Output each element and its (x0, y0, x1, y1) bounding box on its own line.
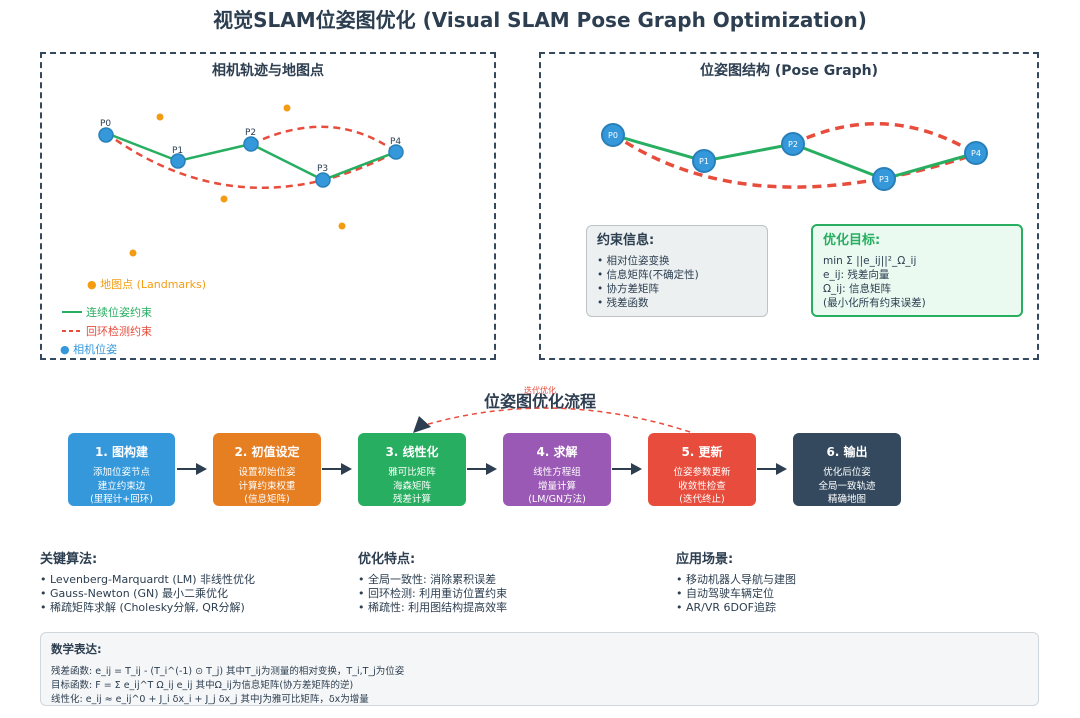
right-panel-title: 位姿图结构 (Pose Graph) (699, 63, 879, 79)
node-label: P3 (879, 175, 889, 184)
landmark-point (129, 249, 137, 257)
node-label: P2 (788, 140, 798, 149)
landmark-point (283, 104, 291, 112)
loop-constraint-edge (251, 125, 397, 154)
flow-arrow (322, 463, 352, 475)
step-graph-build: 1. 图构建 添加位姿节点 建立约束边 (里程计+回环) (68, 433, 175, 506)
math-expression-box: 数学表达: 残差函数: e_ij = T_ij - (T_i^(-1) ⊙ T_… (40, 632, 1039, 706)
section-title: 优化特点: (358, 552, 416, 567)
flow-title: 位姿图优化流程 (483, 392, 596, 411)
objective-line: min Σ ||e_ij||²_Ω_ij (823, 255, 917, 267)
pose-node-p2 (243, 136, 259, 152)
flow-arrow (467, 463, 497, 475)
graph-node-p4 (964, 141, 988, 165)
pose-node-p4 (388, 144, 404, 160)
iteration-arrowhead (413, 416, 431, 433)
constraint-item: • 残差函数 (597, 297, 649, 309)
graph-node-p1 (692, 149, 716, 173)
flow-arrows (177, 463, 787, 475)
graph-node-p3 (872, 167, 896, 191)
constraint-info-box: 约束信息: • 相对位姿变换 • 信息矩阵(不确定性) • 协方差矩阵 • 残差… (586, 225, 768, 317)
step-update: 5. 更新 位姿参数更新 收敛性检查 (迭代终止) (648, 433, 756, 506)
landmark-point (156, 113, 164, 121)
key-algorithms-section: 关键算法: • Levenberg-Marquardt (LM) 非线性优化 •… (40, 548, 340, 615)
objective-line: Ω_ij: 信息矩阵 (823, 283, 891, 295)
pose-label: P3 (317, 164, 328, 174)
section-item: • Levenberg-Marquardt (LM) 非线性优化 (40, 573, 256, 586)
step-linearization: 3. 线性化 雅可比矩阵 海森矩阵 残差计算 (358, 433, 466, 506)
camera-trajectory-panel: 相机轨迹与地图点 P0 P1 P2 P3 P4 ● 地图点 (Landmarks… (40, 52, 496, 360)
pose-label: P1 (172, 146, 183, 156)
iteration-loop: 迭代优化 (413, 385, 691, 433)
section-item: • AR/VR 6DOF追踪 (676, 601, 776, 614)
pose-graph-diagram: P0 P1 P2 P3 P4 (601, 122, 988, 191)
iteration-arrow (424, 407, 691, 433)
math-line-linearization: 线性化: e_ij ≈ e_ij^0 + J_i δx_i + J_j δx_j… (51, 694, 369, 705)
pose-node-p3 (315, 172, 331, 188)
legend-continuous: 连续位姿约束 (86, 305, 152, 319)
section-title: 关键算法: (40, 552, 98, 567)
section-item: • 回环检测: 利用重访位置约束 (358, 587, 508, 600)
math-line-objective: 目标函数: F = Σ e_ij^T Ω_ij e_ij 其中Ω_ij为信息矩阵… (51, 680, 354, 691)
math-title: 数学表达: (51, 642, 102, 656)
constraint-item: • 相对位姿变换 (597, 255, 670, 267)
section-item: • 全局一致性: 消除累积误差 (358, 573, 497, 586)
step-solve: 4. 求解 线性方程组 增量计算 (LM/GN方法) (503, 433, 611, 506)
applications-section: 应用场景: • 移动机器人导航与建图 • 自动驾驶车辆定位 • AR/VR 6D… (676, 548, 976, 615)
constraint-item: • 协方差矩阵 (597, 283, 660, 295)
left-panel-title: 相机轨迹与地图点 (212, 63, 324, 79)
pose-label: P4 (390, 137, 401, 147)
legend-loop: 回环检测约束 (86, 324, 152, 338)
legend-camera: ● 相机位姿 (60, 342, 117, 356)
objective-line: e_ij: 残差向量 (823, 269, 890, 281)
section-title: 应用场景: (676, 552, 734, 567)
section-item: • 移动机器人导航与建图 (676, 573, 796, 586)
pose-label: P0 (100, 119, 111, 129)
constraint-info-title: 约束信息: (597, 233, 655, 248)
section-item: • 稀疏矩阵求解 (Cholesky分解, QR分解) (40, 601, 245, 614)
flow-arrow (177, 463, 207, 475)
section-item: • 稀疏性: 利用图结构提高效率 (358, 601, 508, 614)
iteration-label: 迭代优化 (524, 385, 556, 395)
pose-label: P2 (245, 128, 256, 138)
objective-title: 优化目标: (823, 233, 881, 248)
section-item: • Gauss-Newton (GN) 最小二乘优化 (40, 587, 228, 600)
node-label: P1 (699, 157, 709, 166)
math-line-residual: 残差函数: e_ij = T_ij - (T_i^(-1) ⊙ T_j) 其中T… (51, 666, 405, 677)
legend-landmarks: ● 地图点 (Landmarks) (87, 278, 206, 291)
step-initial-values: 2. 初值设定 设置初始位姿 计算约束权重 (信息矩阵) (213, 433, 321, 506)
objective-line: (最小化所有约束误差) (823, 297, 926, 309)
pose-graph-panel: 位姿图结构 (Pose Graph) P0 P1 P2 P3 P4 约束信息: … (539, 52, 1039, 360)
optimization-features-section: 优化特点: • 全局一致性: 消除累积误差 • 回环检测: 利用重访位置约束 •… (358, 548, 658, 615)
node-label: P0 (608, 131, 618, 140)
loop-constraint-edge (792, 122, 977, 156)
trajectory-diagram: P0 P1 P2 P3 P4 ● 地图点 (Landmarks) 连续位姿约束 … (60, 104, 404, 356)
section-item: • 自动驾驶车辆定位 (676, 587, 774, 600)
step-output: 6. 输出 优化后位姿 全局一致轨迹 精确地图 (793, 433, 901, 506)
landmark-point (338, 222, 346, 230)
pose-node-p0 (98, 127, 114, 143)
flow-arrow (757, 463, 787, 475)
pose-node-p1 (170, 153, 186, 169)
constraint-item: • 信息矩阵(不确定性) (597, 269, 699, 281)
loop-constraint-edge (105, 131, 397, 189)
graph-node-p0 (601, 123, 625, 147)
page-title: 视觉SLAM位姿图优化 (Visual SLAM Pose Graph Opti… (213, 8, 867, 32)
optimization-objective-box: 优化目标: min Σ ||e_ij||²_Ω_ij e_ij: 残差向量 Ω_… (811, 224, 1023, 317)
node-label: P4 (971, 149, 981, 158)
flow-arrow (612, 463, 642, 475)
graph-node-p2 (781, 132, 805, 156)
landmark-point (220, 195, 228, 203)
